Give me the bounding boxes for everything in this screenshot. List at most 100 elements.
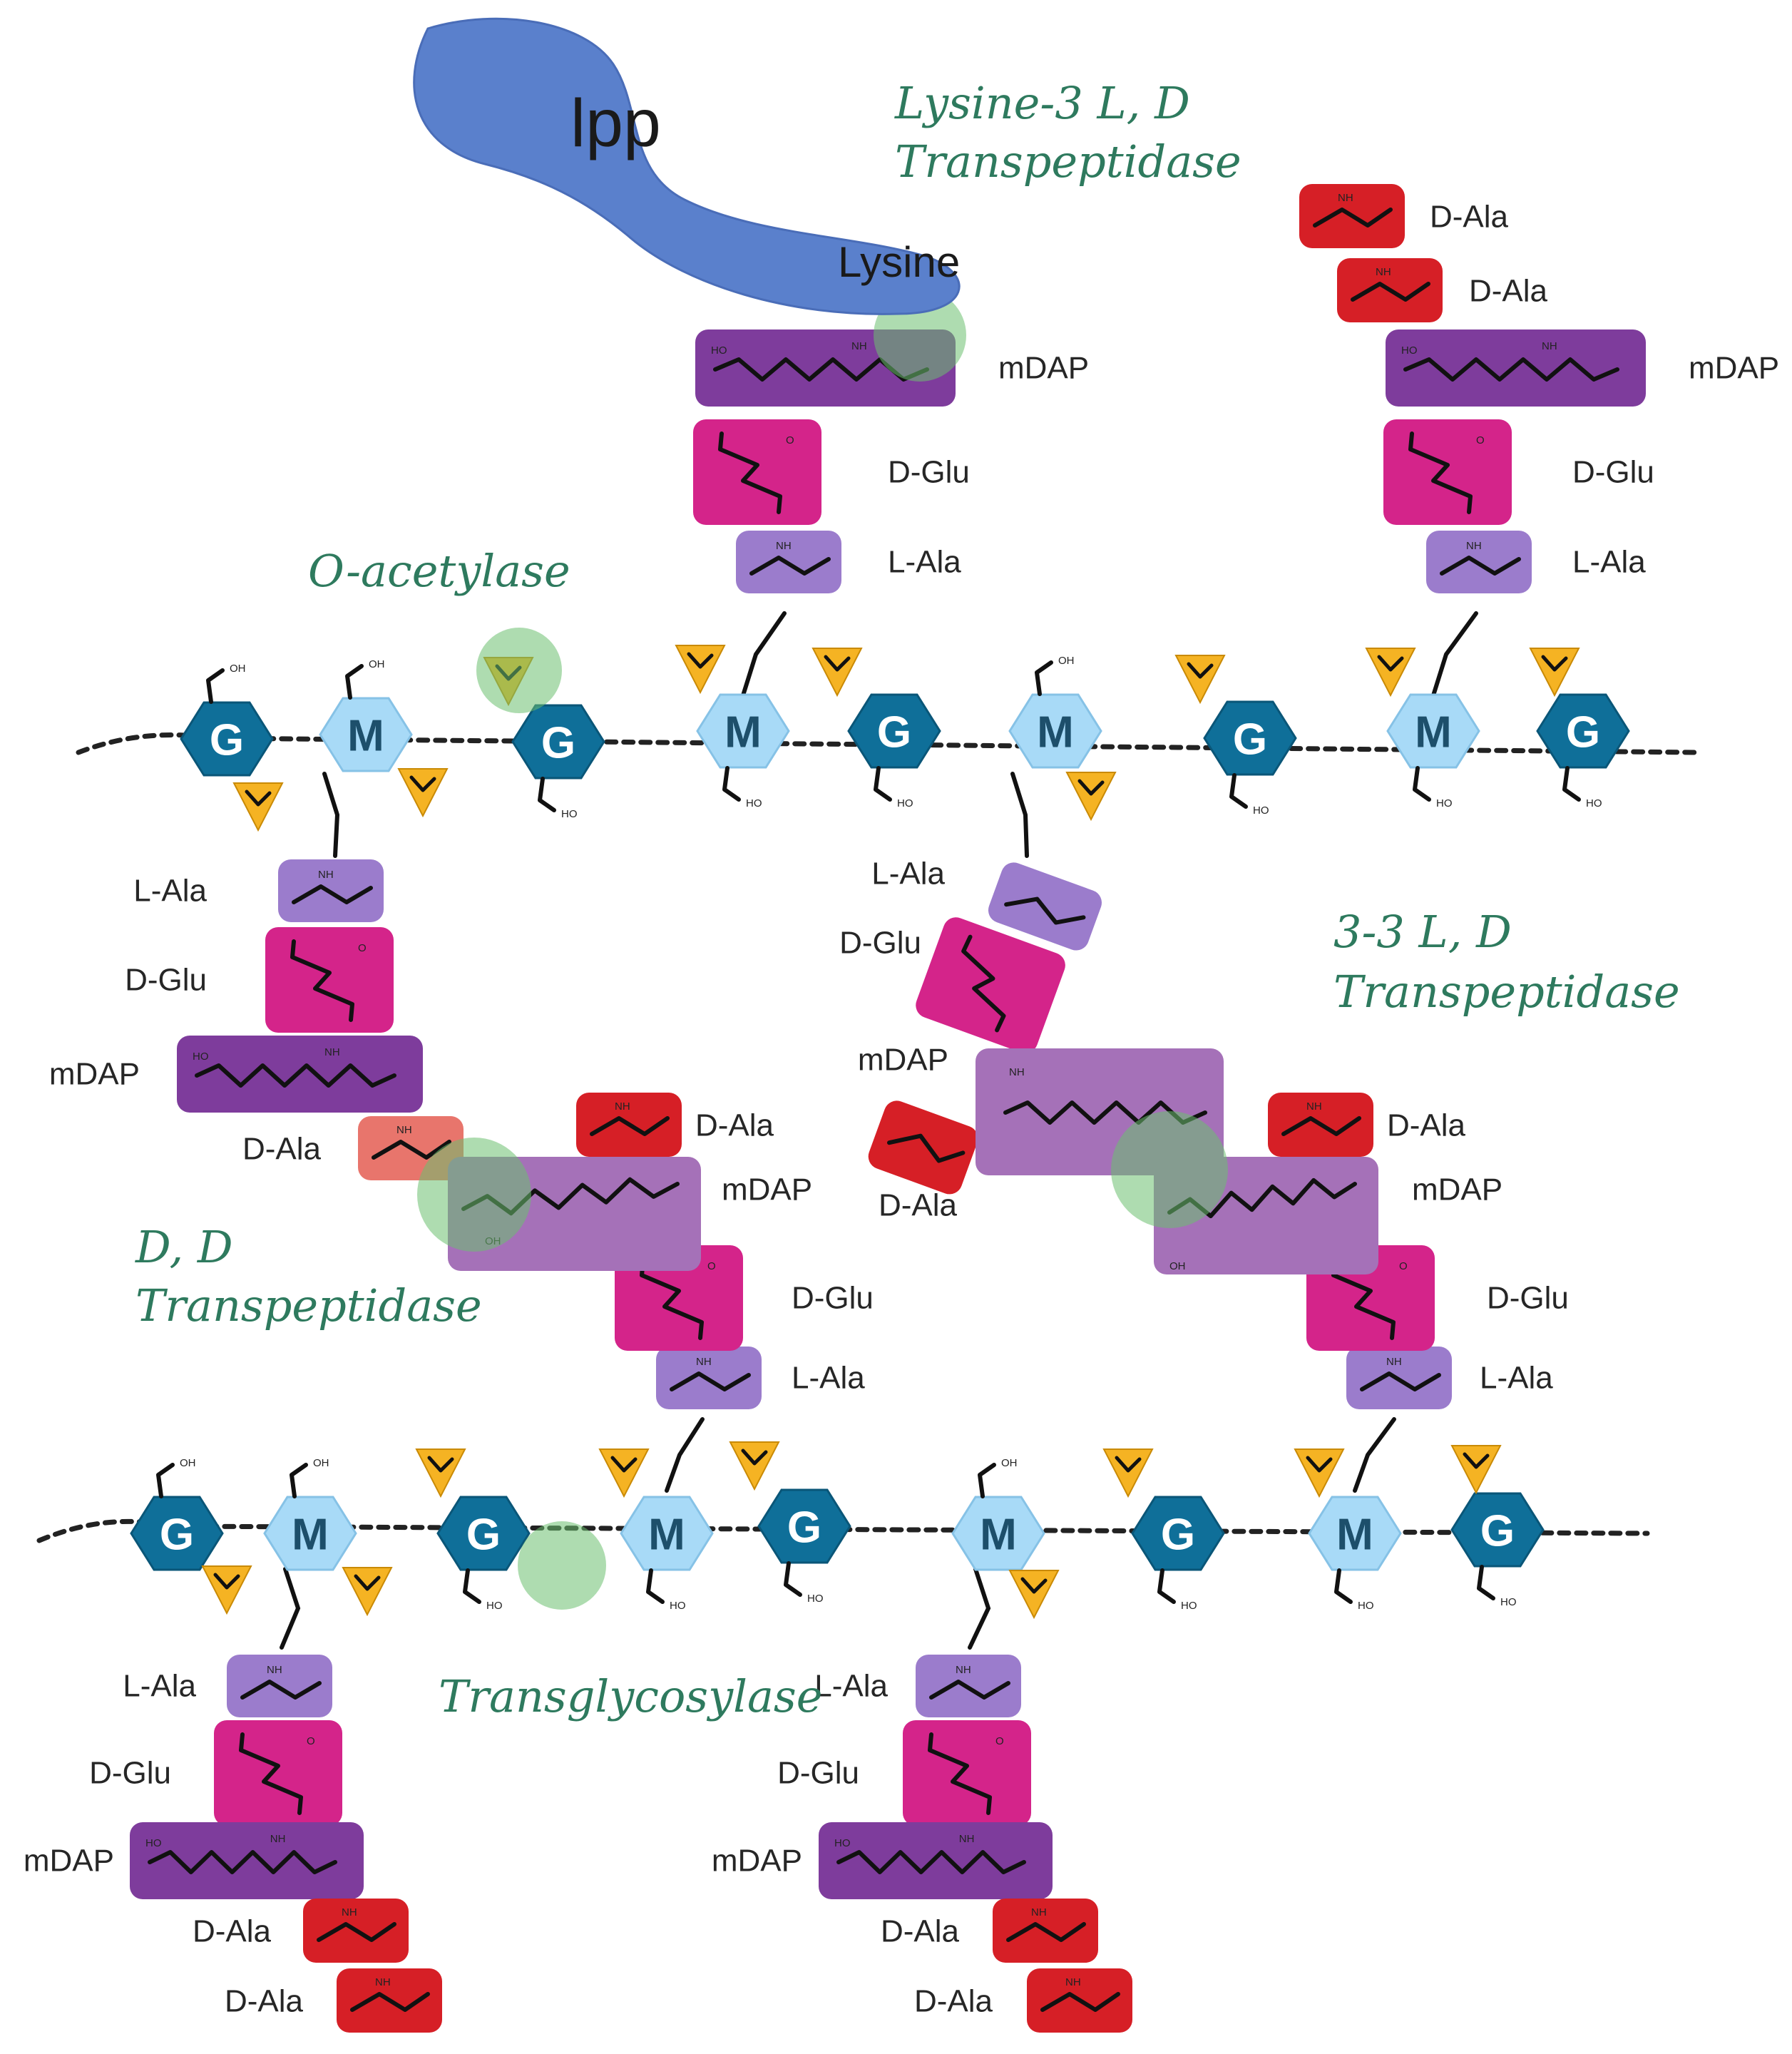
oxygen-atom: O [786,434,794,446]
mdap-label: mDAP [858,1043,948,1078]
lactyl-linker [968,1567,991,1650]
amine-atom: NH [1376,266,1391,278]
sugar-letter: G [1233,715,1267,765]
acetyl-group [415,1448,466,1498]
l-ala-label: L-Ala [814,1669,888,1704]
hydroxymethyl-arm [538,777,556,812]
enzyme-lysine-ld-line2: Transpeptidase [895,136,1241,188]
amine-atom: NH [1009,1066,1025,1078]
nag-sugar: GOH [130,1457,252,1615]
sugar-ring [1536,693,1630,769]
sugar-letter: G [787,1503,821,1553]
d-glu-block [615,1245,743,1351]
d-ala-skeleton [1006,1922,1086,1942]
mdap-label: mDAP [49,1057,140,1092]
enzyme-site-highlight [518,1521,606,1610]
sugar-letter: M [725,708,762,757]
mdap-skeleton [148,1850,337,1874]
amine-atom: NH [615,1100,630,1113]
hydroxyl-atom: OH [369,658,385,670]
hydroxymethyl-arm [646,1568,665,1604]
oxygen-atom: O [995,1735,1004,1747]
amine-atom: NH [1542,340,1557,352]
d-glu-label: D-Glu [792,1281,874,1316]
d-glu-block [1383,419,1512,525]
acetyl-group [342,1567,393,1617]
d-ala-label: D-Ala [193,1914,272,1949]
sugar-ring [847,693,941,769]
d-glu-skeleton [640,1257,704,1340]
acetyl-skeleton [741,1448,768,1466]
mdap-label: mDAP [722,1172,812,1207]
d-ala-skeleton [350,1992,430,2012]
amine-atom: NH [1466,540,1482,552]
d-glu-skeleton [1408,431,1473,514]
lactyl-linker [1010,772,1029,858]
amine-atom: NH [270,1833,286,1845]
hydroxymethyl-arm [784,1561,802,1597]
hydroxyl-atom: HO [1586,797,1602,809]
acetyl-skeleton [409,775,436,792]
hydroxyl-atom: OH [313,1457,329,1469]
d-glu-label: D-Glu [125,963,207,998]
enzyme-dd-line1: D, D [135,1221,233,1273]
enzyme-ld33-line2: Transpeptidase [1333,966,1680,1018]
amine-atom: NH [851,340,867,352]
nam-sugar: MOH [319,658,449,818]
l-ala-skeleton [1360,1371,1441,1391]
nam-sugar: MHO [598,1448,714,1612]
hydroxyl-atom: HO [711,344,727,357]
oxygen-atom: O [358,942,367,954]
enzyme-site-highlight [476,628,562,713]
sugar-letter: G [877,708,911,757]
acetyl-skeleton [1187,662,1214,679]
sugar-letter: G [160,1511,194,1560]
mdap-label: mDAP [712,1844,802,1879]
l-ala-label: L-Ala [888,545,961,580]
d-glu-skeleton [928,1732,992,1815]
acetyl-skeleton [1541,655,1568,672]
d-glu-block [903,1720,1031,1826]
sugar-letter: G [1566,708,1600,757]
oxygen-atom: O [1399,1260,1408,1272]
sugar-ring [951,1496,1045,1571]
sugar-ring [180,701,274,777]
acetyl-group [1365,648,1416,698]
amine-atom: NH [267,1664,282,1676]
enzyme-site-highlight [1111,1111,1228,1228]
acetyl-skeleton [687,652,714,669]
l-ala-skeleton [749,556,831,576]
lactyl-linker [741,611,787,698]
amine-atom: NH [1065,1976,1081,1988]
sugar-ring [1450,1492,1545,1568]
nam-sugar: M OH [263,1457,393,1617]
d-glu-block [265,927,394,1033]
acetyl-skeleton [213,1573,240,1590]
d-glu-block [693,419,821,525]
acetyl-group [1008,1570,1060,1620]
hydroxyl-atom: HO [1358,1600,1374,1612]
labels: Lysine-3 L, D Transpeptidase O-acetylase… [135,77,1680,1722]
amine-atom: NH [318,869,334,881]
sugar-letter: M [292,1511,329,1560]
acetyl-group [1102,1448,1154,1498]
acetyl-skeleton [1377,655,1404,672]
amine-atom: NH [959,1833,975,1845]
amine-atom: NH [396,1124,412,1136]
l-ala-label: L-Ala [133,874,207,909]
d-ala-label: D-Ala [1469,274,1548,309]
acetyl-skeleton [1020,1577,1048,1594]
d-ala-block [868,1100,978,1195]
enzyme-transglycosylase: Transglycosylase [439,1670,822,1722]
hydroxyl-atom: OH [1058,655,1075,667]
hydroxymethyl-arm [345,664,364,700]
nag-sugar: GHO [729,1441,851,1605]
d-ala-skeleton [886,1133,966,1163]
amine-atom: NH [375,1976,391,1988]
l-ala-skeleton [292,884,373,904]
amine-atom: NH [956,1664,971,1676]
amine-atom: NH [776,540,792,552]
sugar-ring [263,1496,357,1571]
hydroxymethyl-arm [290,1463,308,1498]
